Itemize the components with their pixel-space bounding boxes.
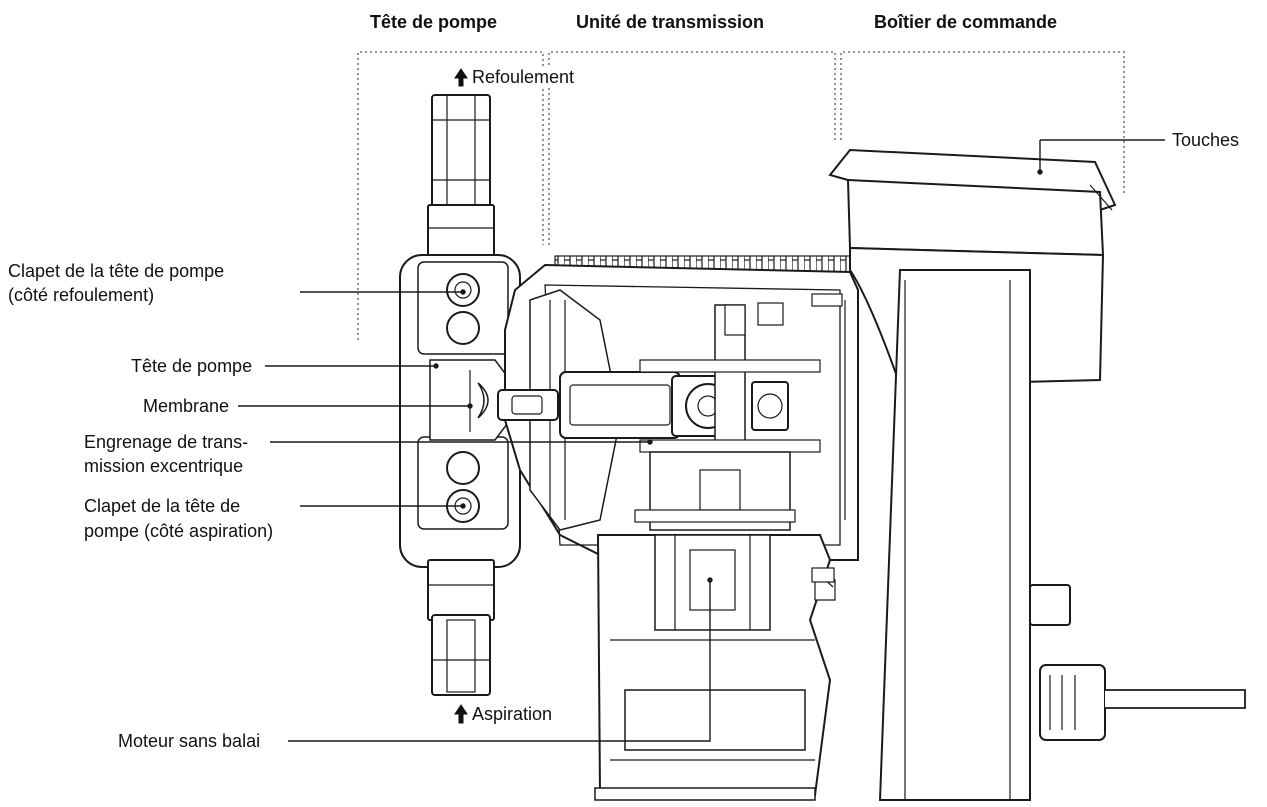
flow-label-suction: Aspiration: [472, 704, 553, 724]
label-membrane: Membrane: [143, 396, 230, 416]
flow-arrows: [454, 68, 468, 724]
leader-motor: [288, 580, 711, 742]
transmission-bracket: [548, 51, 836, 245]
motor-drawing: [594, 534, 836, 801]
section-brackets: [357, 51, 1125, 340]
label-gear-line1: Engrenage de trans-: [84, 432, 249, 452]
suction-arrow-icon: [454, 704, 468, 724]
discharge-arrow-icon: [454, 68, 468, 87]
control-box-drawing: [811, 148, 1246, 801]
transmission-drawing: [497, 255, 859, 561]
label-keys: Touches: [1172, 130, 1240, 150]
leader-lines: [238, 139, 1165, 742]
power-cable: [1105, 689, 1246, 709]
flow-label-discharge: Refoulement: [472, 66, 575, 88]
label-valve-discharge-line2: (côté refoulement): [8, 285, 155, 305]
section-title-control-box: Boîtier de commande: [874, 12, 1058, 32]
pump-head-bracket: [357, 51, 544, 340]
label-gear-line2: mission excentrique: [84, 456, 244, 476]
label-valve-suction-line1: Clapet de la tête de: [84, 496, 241, 516]
pump-head-drawing: [399, 94, 521, 696]
label-motor: Moteur sans balai: [118, 731, 261, 751]
label-valve-discharge-line1: Clapet de la tête de pompe: [8, 261, 225, 281]
label-valve-suction-line2: pompe (côté aspiration): [84, 521, 274, 541]
section-title-pump-head: Tête de pompe: [370, 12, 498, 32]
label-pump-head: Tête de pompe: [131, 356, 253, 376]
section-title-transmission: Unité de transmission: [576, 12, 765, 32]
